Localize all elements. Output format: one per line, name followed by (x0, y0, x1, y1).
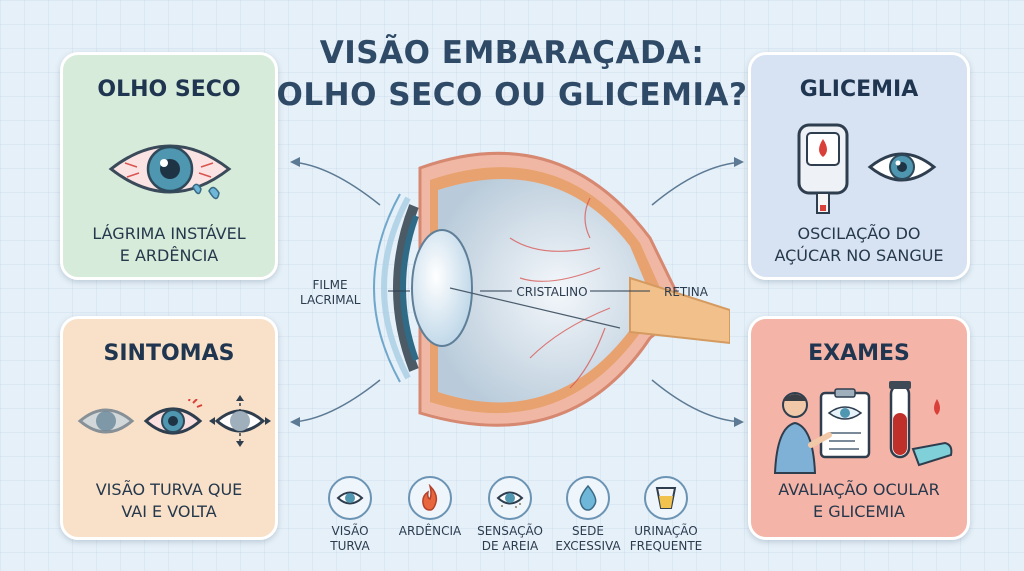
dry-eye-text-2: E ARDÊNCIA (119, 246, 219, 265)
blurred-eye-icon (77, 408, 135, 434)
irritated-eye-icon (143, 399, 203, 435)
glycemia-text-1: OSCILAÇÃO DO (797, 224, 921, 243)
dry-eye-card: OLHO SECO LÁGRIMA INSTÁVEL E ARDÊNCIA (60, 52, 278, 280)
eye-sand-icon (496, 491, 524, 508)
symptoms-card: SINTOMAS VISÃO TURVA QUE VAI E VOLTA (60, 316, 278, 540)
fluctuating-vision-icon (209, 395, 271, 447)
doctor-clipboard-icon (773, 388, 871, 474)
exams-text-1: AVALIAÇÃO OCULAR (778, 480, 940, 499)
exams-card: EXAMES AVALIAÇÃO OCULAR E GLICEMIA (748, 316, 970, 540)
glucose-meter-icon (797, 123, 849, 214)
symptoms-text-1: VISÃO TURVA QUE (95, 480, 243, 499)
retina-label: RETINA (664, 285, 708, 299)
symptom-label-urination: URINAÇÃO FREQUENTE (629, 524, 703, 553)
eye-icon (867, 152, 937, 182)
cup-icon (655, 487, 677, 509)
teary-red-eye-icon (108, 144, 232, 200)
blood-test-tube-icon (889, 381, 953, 467)
tear-film-label: FILME LACRIMAL (300, 278, 361, 307)
urination-badge (644, 476, 688, 520)
eye-cross-section (373, 151, 730, 427)
symptom-label-sand: SENSAÇÃO DE AREIA (477, 524, 543, 553)
blurred-vision-badge (328, 476, 372, 520)
flame-icon (422, 484, 438, 511)
sand-sensation-badge (488, 476, 532, 520)
glycemia-text-2: AÇÚCAR NO SANGUE (774, 246, 944, 265)
blurred-eye-icon (336, 491, 364, 505)
symptoms-text-2: VAI E VOLTA (121, 502, 217, 521)
exams-text-2: E GLICEMIA (813, 502, 905, 521)
burning-badge (408, 476, 452, 520)
page-title: VISÃO EMBARAÇADA: OLHO SECO OU GLICEMIA? (260, 32, 764, 116)
symptoms-heading: SINTOMAS (103, 341, 235, 366)
thirst-badge (566, 476, 610, 520)
dry-eye-heading: OLHO SECO (97, 77, 241, 102)
lens-label: CRISTALINO (516, 285, 588, 299)
title-line-1: VISÃO EMBARAÇADA: (319, 35, 705, 71)
symptom-label-burning: ARDÊNCIA (398, 524, 462, 538)
water-drop-icon (579, 484, 597, 511)
symptom-label-thirst: SEDE EXCESSIVA (555, 524, 621, 553)
dry-eye-text-1: LÁGRIMA INSTÁVEL (92, 224, 246, 243)
title-line-2: OLHO SECO OU GLICEMIA? (276, 77, 748, 113)
symptom-label-blurred: VISÃO TURVA (330, 524, 370, 553)
glycemia-card: GLICEMIA OSCILAÇÃO DO AÇÚCAR NO SANGUE (748, 52, 970, 280)
glycemia-heading: GLICEMIA (799, 77, 919, 102)
exams-heading: EXAMES (808, 341, 910, 366)
